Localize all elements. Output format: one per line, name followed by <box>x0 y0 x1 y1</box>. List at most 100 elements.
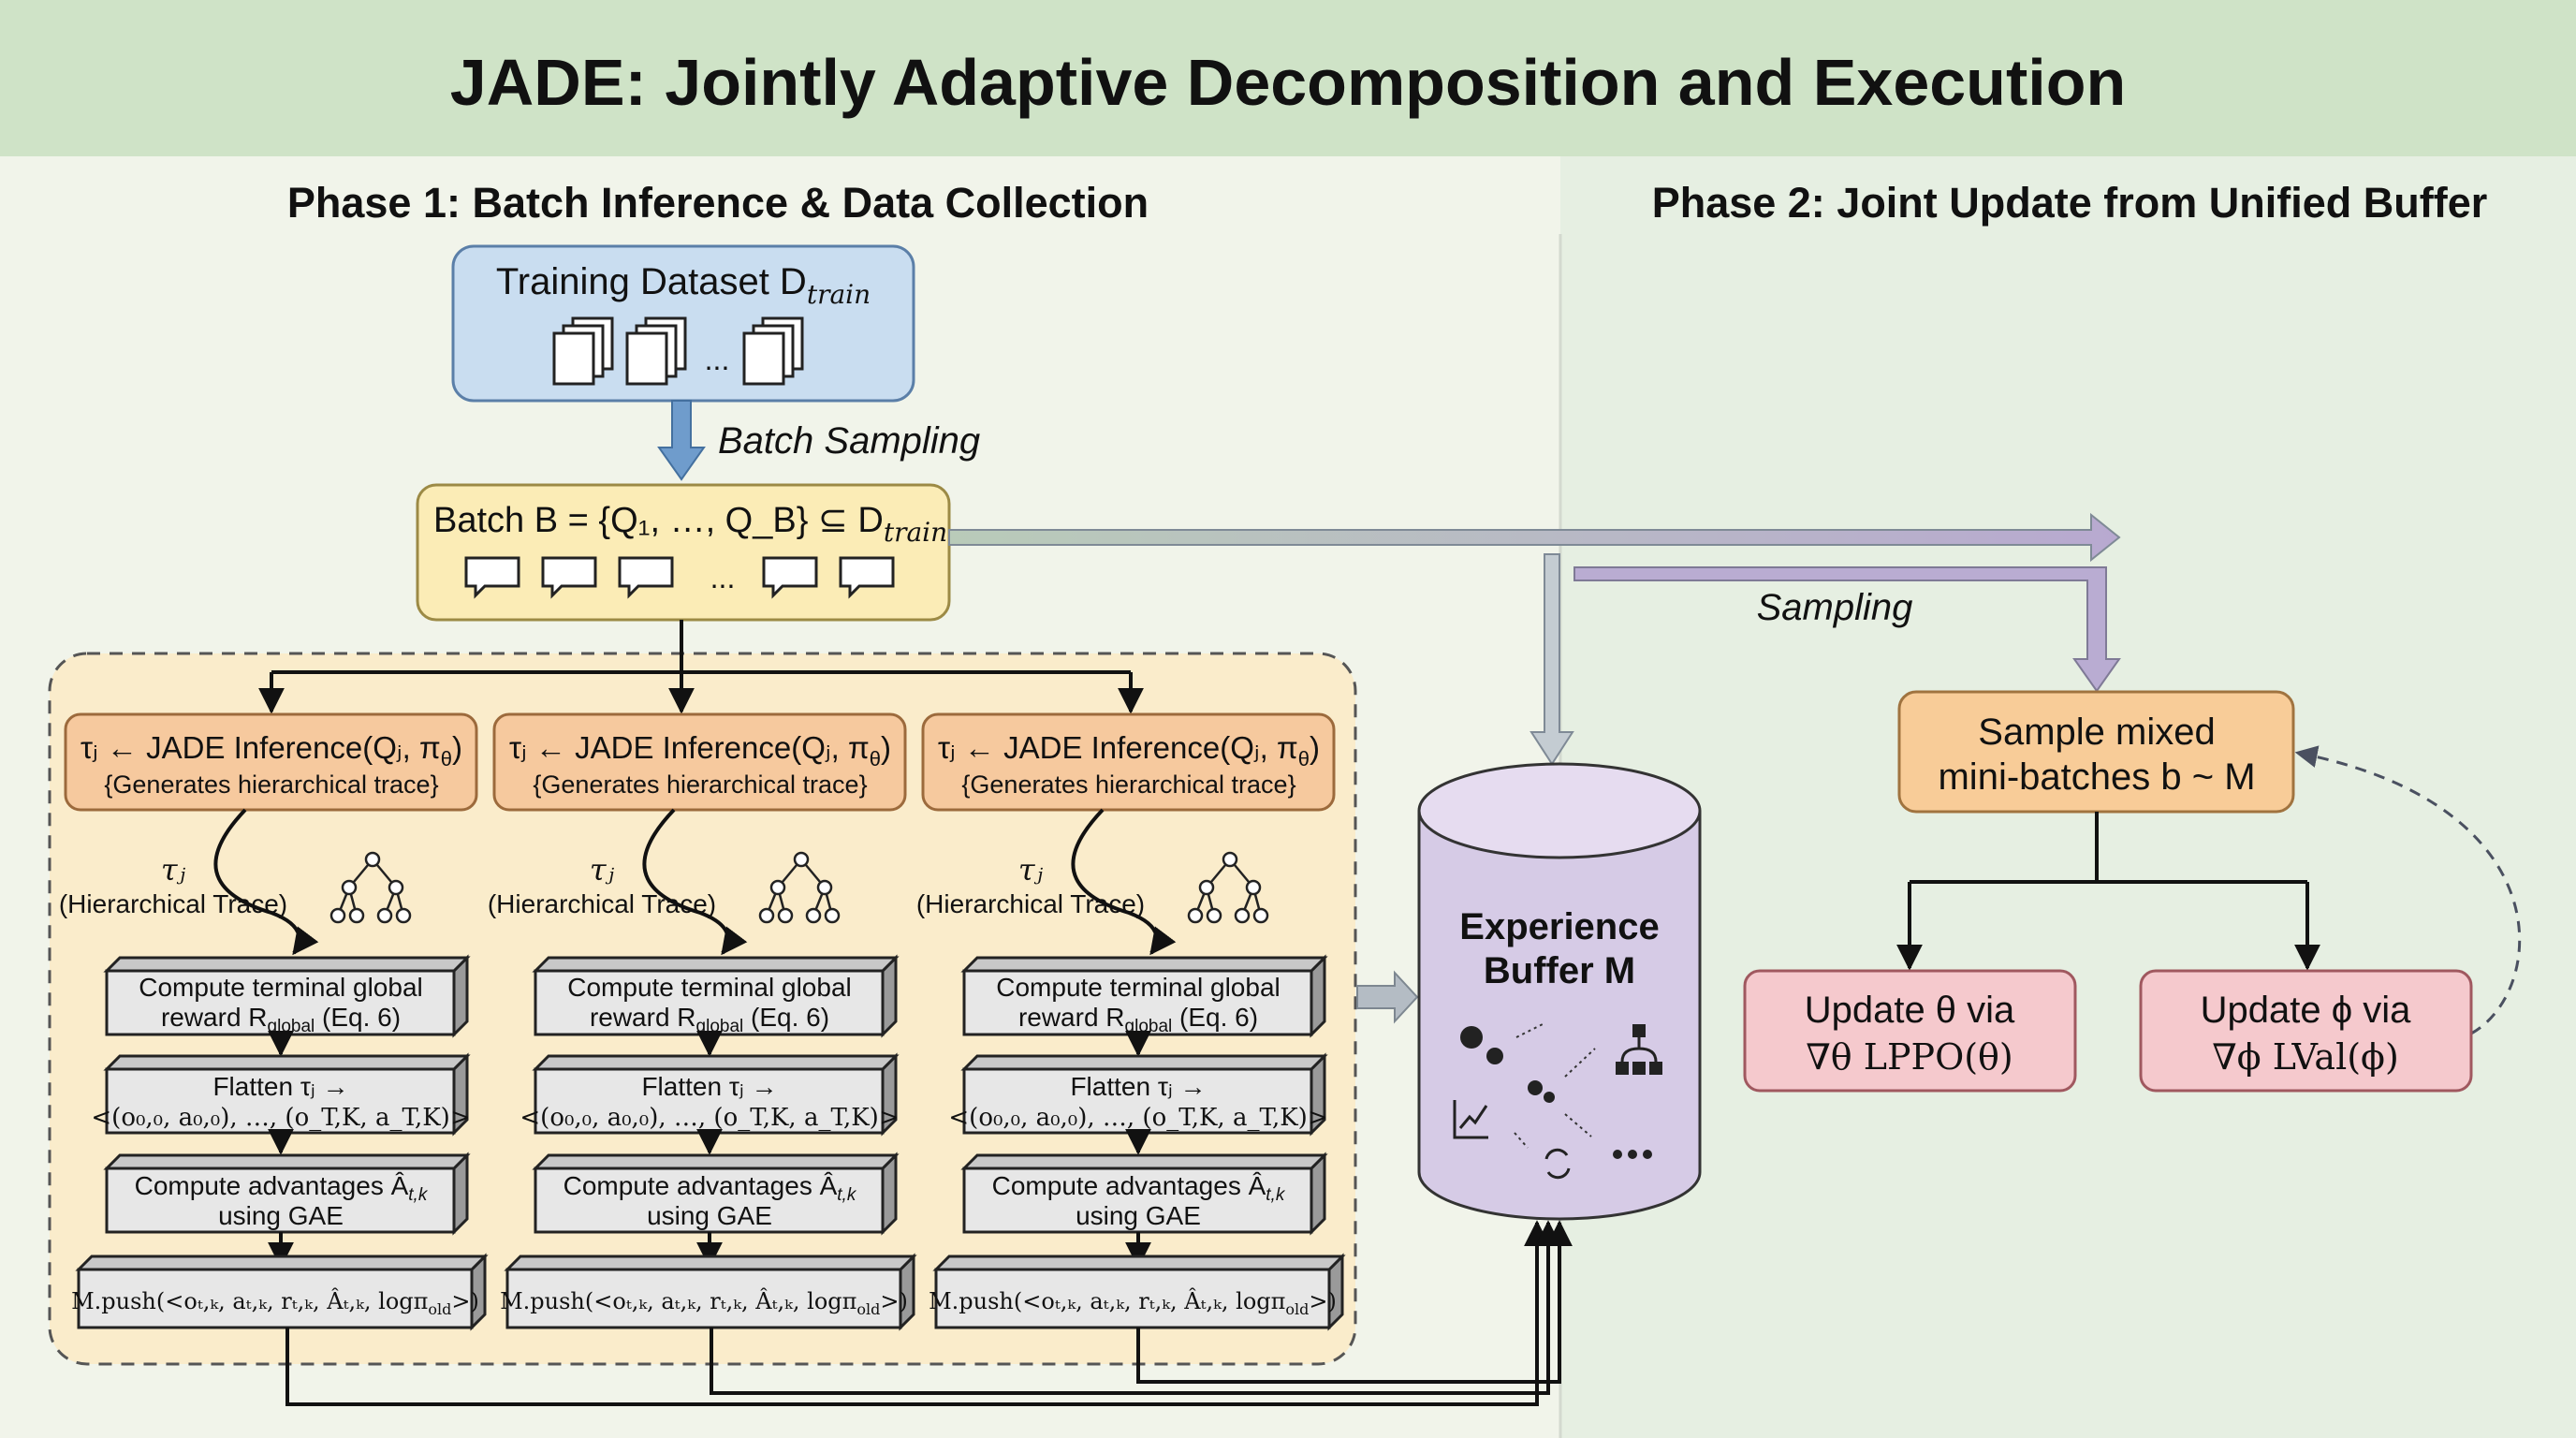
flatten-line2: <(o₀,₀, a₀,₀), …, (o_T,K, a_T,K)> <box>520 1104 899 1132</box>
inference-column: τⱼ ← JADE Inference(Qⱼ, πθ){Generates hi… <box>916 712 1346 1331</box>
svg-text:Training Dataset Dtrain: Training Dataset Dtrain <box>496 261 871 310</box>
dataset-ellipsis: ... <box>705 343 730 376</box>
sample-box-line2: mini-batches b ~ M <box>1938 756 2255 798</box>
flatten-step: Flatten τⱼ → <(o₀,₀, a₀,₀), …, (o_T,K, a_… <box>91 1052 471 1137</box>
jade-inference-box: τⱼ ← JADE Inference(Qⱼ, πθ){Generates hi… <box>492 712 907 812</box>
batch-to-buffer-arrow <box>1530 553 1574 766</box>
inference-columns: τⱼ ← JADE Inference(Qⱼ, πθ){Generates hi… <box>59 712 1346 1331</box>
push-main: M.push(<oₜ,ₖ, aₜ,ₖ, rₜ,ₖ, Âₜ,ₖ, logπ <box>71 1287 428 1314</box>
chat-bubbles-icon <box>464 556 895 599</box>
document-stack-icon <box>552 316 804 386</box>
push-text: M.push(<oₜ,ₖ, aₜ,ₖ, rₜ,ₖ, Âₜ,ₖ, logπold>… <box>71 1287 479 1318</box>
dotted-flow-arrows <box>1514 1023 1596 1149</box>
batch-subscript: train <box>884 517 947 548</box>
advantages-line1: Compute advantages Ât,k <box>135 1171 429 1205</box>
flatten-step: Flatten τⱼ → <(o₀,₀, a₀,₀), …, (o_T,K, a_… <box>948 1052 1328 1137</box>
reward-line1: Compute terminal global <box>139 973 423 1002</box>
push-main: M.push(<oₜ,ₖ, aₜ,ₖ, rₜ,ₖ, Âₜ,ₖ, logπ <box>929 1287 1285 1314</box>
reward-subscript: global <box>696 1017 744 1036</box>
inference-note: {Generates hierarchical trace} <box>533 770 867 799</box>
update-theta-line1: Update θ via <box>1805 990 2015 1031</box>
reward-eq: (Eq. 6) <box>1172 1003 1258 1032</box>
buffer-label-line2: Buffer M <box>1484 950 1635 991</box>
reward-line2: reward Rglobal (Eq. 6) <box>161 1003 401 1036</box>
chart-trend-icon <box>1453 1100 1488 1139</box>
svg-text:Batch B = {Q₁, …, Q_B} ⊆ Dtrai: Batch B = {Q₁, …, Q_B} ⊆ Dtrain <box>433 501 947 548</box>
push-to-buffer-connectors <box>285 1220 1573 1406</box>
trace-symbol: τⱼ <box>1018 852 1044 888</box>
inference-text: τⱼ ← JADE Inference(Qⱼ, π <box>80 730 441 765</box>
dataset-subscript: train <box>807 279 871 310</box>
jade-inference-box: τⱼ ← JADE Inference(Qⱼ, πθ){Generates hi… <box>921 712 1336 812</box>
trace-label: (Hierarchical Trace) <box>488 889 716 918</box>
batch-ellipsis: ... <box>710 561 736 594</box>
trace-arrow <box>213 808 319 956</box>
flatten-line1: Flatten τⱼ → <box>212 1072 348 1101</box>
dataset-label: Training Dataset D <box>496 261 807 302</box>
reward-eq: (Eq. 6) <box>743 1003 829 1032</box>
tree-icon <box>1187 851 1269 924</box>
update-theta-line2: ∇θ LPPO(θ) <box>1806 1036 2013 1078</box>
reward-subscript: global <box>1125 1017 1173 1036</box>
sample-split-connector <box>1896 812 2320 971</box>
batch-sampling-arrow <box>657 400 706 481</box>
buffer-label-line1: Experience <box>1459 906 1659 947</box>
push-subscript: old <box>1285 1300 1309 1318</box>
batch-to-phase2-arrow <box>948 512 2121 563</box>
push-main: M.push(<oₜ,ₖ, aₜ,ₖ, rₜ,ₖ, Âₜ,ₖ, logπ <box>500 1287 856 1314</box>
advantages-line2: using GAE <box>1076 1201 1201 1230</box>
advantages-line2: using GAE <box>218 1201 344 1230</box>
reward-subscript: global <box>268 1017 315 1036</box>
batch-label: Batch B = {Q₁, …, Q_B} ⊆ D <box>433 501 884 540</box>
inference-label: τⱼ ← JADE Inference(Qⱼ, πθ) <box>938 730 1320 770</box>
loop-back-arrow <box>2294 745 2522 1035</box>
update-phi-line2: ∇ϕ LVal(ϕ) <box>2212 1036 2399 1078</box>
sampling-arrow-shape <box>1573 566 2121 693</box>
flatten-line2: <(o₀,₀, a₀,₀), …, (o_T,K, a_T,K)> <box>948 1104 1327 1132</box>
advantages-text: Compute advantages Â <box>564 1171 838 1200</box>
update-theta-box: Update θ via ∇θ LPPO(θ) <box>1743 969 2077 1093</box>
inference-subscript: θ <box>441 747 452 770</box>
reward-eq: (Eq. 6) <box>315 1003 401 1032</box>
buffer-push-step: M.push(<oₜ,ₖ, aₜ,ₖ, rₜ,ₖ, Âₜ,ₖ, logπold>… <box>929 1253 1346 1331</box>
refresh-icon <box>1544 1148 1571 1180</box>
reward-line1: Compute terminal global <box>996 973 1281 1002</box>
jade-inference-box: τⱼ ← JADE Inference(Qⱼ, πθ){Generates hi… <box>64 712 478 812</box>
buffer-push-step: M.push(<oₜ,ₖ, aₜ,ₖ, rₜ,ₖ, Âₜ,ₖ, logπold>… <box>500 1253 917 1331</box>
inference-label: τⱼ ← JADE Inference(Qⱼ, πθ) <box>80 730 462 770</box>
inference-column: τⱼ ← JADE Inference(Qⱼ, πθ){Generates hi… <box>488 712 917 1331</box>
buffer-push-step: M.push(<oₜ,ₖ, aₜ,ₖ, rₜ,ₖ, Âₜ,ₖ, logπold>… <box>71 1253 489 1331</box>
phase2-title: Phase 2: Joint Update from Unified Buffe… <box>1652 179 2488 227</box>
advantages-subscript: t,k <box>1266 1185 1286 1205</box>
phase1-title: Phase 1: Batch Inference & Data Collecti… <box>287 179 1149 227</box>
update-phi-box: Update ϕ via ∇ϕ LVal(ϕ) <box>2139 969 2473 1093</box>
inference-subscript: θ <box>870 747 881 770</box>
reward-line1: Compute terminal global <box>567 973 852 1002</box>
reward-line2: reward Rglobal (Eq. 6) <box>1018 1003 1258 1036</box>
push-end: >) <box>1309 1288 1336 1314</box>
flatten-line1: Flatten τⱼ → <box>641 1072 777 1101</box>
inference-text: τⱼ ← JADE Inference(Qⱼ, π <box>938 730 1298 765</box>
update-phi-line1: Update ϕ via <box>2201 990 2412 1031</box>
inference-note: {Generates hierarchical trace} <box>104 770 438 799</box>
push-subscript: old <box>428 1300 451 1318</box>
inference-subscript: θ <box>1298 747 1310 770</box>
inference-label: τⱼ ← JADE Inference(Qⱼ, πθ) <box>509 730 891 770</box>
advantages-line1: Compute advantages Ât,k <box>992 1171 1286 1205</box>
advantages-text: Compute advantages Â <box>992 1171 1266 1200</box>
advantages-subscript: t,k <box>837 1185 857 1205</box>
flatten-line2: <(o₀,₀, a₀,₀), …, (o_T,K, a_T,K)> <box>91 1104 470 1132</box>
advantages-text: Compute advantages Â <box>135 1171 409 1200</box>
push-end: >) <box>880 1288 907 1314</box>
push-subscript: old <box>856 1300 880 1318</box>
more-dots-icon <box>1613 1150 1652 1159</box>
flatten-line1: Flatten τⱼ → <box>1070 1072 1206 1101</box>
flatten-step: Flatten τⱼ → <(o₀,₀, a₀,₀), …, (o_T,K, a_… <box>520 1052 900 1137</box>
inference-text: τⱼ ← JADE Inference(Qⱼ, π <box>509 730 870 765</box>
trace-arrow <box>642 808 748 956</box>
